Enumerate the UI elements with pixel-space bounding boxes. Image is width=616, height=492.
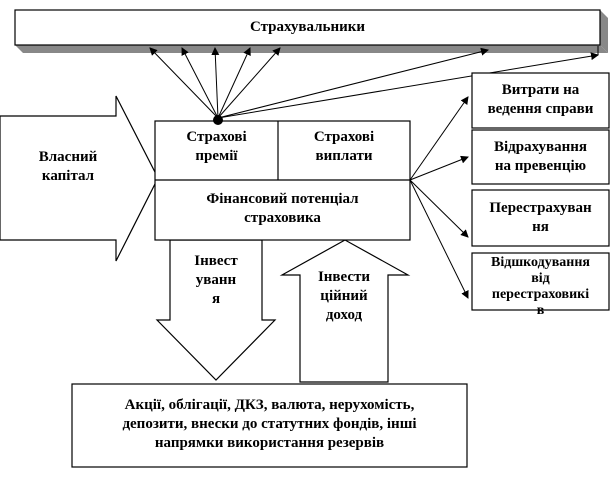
payouts-label: Страхові виплати bbox=[313, 129, 375, 164]
investment-income-label: Інвести ційний доход bbox=[317, 269, 371, 323]
investing-arrow bbox=[155, 239, 277, 381]
premiums-arrows bbox=[149, 46, 599, 119]
financial-potential-label: Фінансовий потенціал страховика bbox=[206, 191, 359, 226]
assets-label: Акції, облігації, ДКЗ, валюта, нерухоміс… bbox=[122, 397, 417, 451]
expense-boxes bbox=[471, 72, 610, 311]
expense-arrows bbox=[409, 96, 469, 299]
expense-operating-label: Витрати на ведення справи bbox=[487, 82, 594, 117]
premiums-label: Страхові премії bbox=[186, 129, 247, 164]
equity-arrow bbox=[0, 95, 159, 262]
equity-label: Власний капітал bbox=[38, 149, 98, 184]
insurers-box-shadow bbox=[15, 45, 608, 53]
insurers-box bbox=[14, 9, 601, 46]
investing-label: Інвест уванн я bbox=[194, 253, 238, 307]
expense-reinsurer-recovery-label: Відшкодування від перестраховикі в bbox=[491, 255, 590, 318]
expense-prevention-label: Відрахування на превенцію bbox=[493, 139, 588, 174]
investment-income-arrow bbox=[279, 239, 411, 383]
insurers-label: Страхувальники bbox=[249, 19, 366, 35]
assets-box bbox=[71, 383, 468, 468]
expense-reinsurance-label: Перестрахуван ня bbox=[489, 200, 592, 235]
